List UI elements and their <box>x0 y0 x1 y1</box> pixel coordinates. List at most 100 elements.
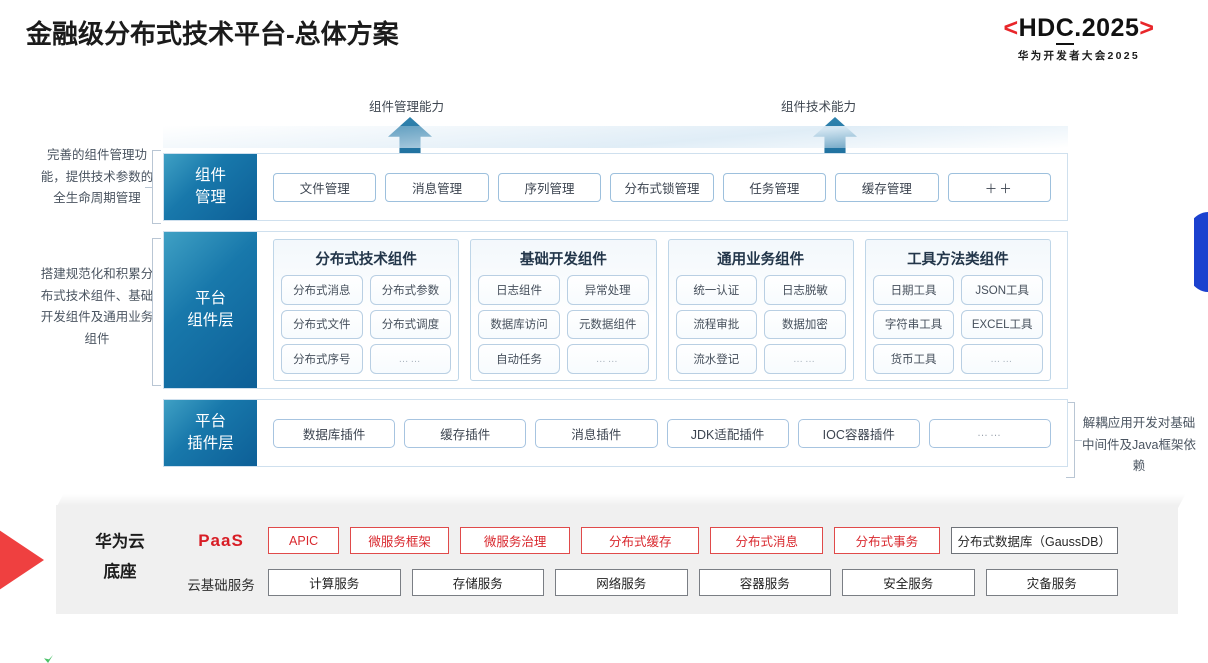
diagram-top-sheen <box>163 126 1068 148</box>
management-chip[interactable]: 任务管理 <box>722 172 827 202</box>
hdc-logo: <HDC.2025> 华为开发者大会2025 <box>964 14 1194 63</box>
component-cell[interactable]: 字符串工具 <box>872 309 955 340</box>
note-decoupling: 解耦应用开发对基础中间件及Java框架依赖 <box>1082 416 1196 473</box>
bracket-right-icon: > <box>1139 14 1155 42</box>
cloud-service-row: 计算服务存储服务网络服务容器服务安全服务灾备服务 <box>268 569 1118 596</box>
diagram-body: 组件 管理 文件管理消息管理序列管理分布式锁管理任务管理缓存管理 ＋＋ 平台 组件… <box>163 143 1068 478</box>
component-group-grid: 日志组件异常处理数据库访问元数据组件自动任务…… <box>478 275 649 374</box>
component-group-title: 分布式技术组件 <box>315 252 417 268</box>
component-cell[interactable]: 分布式调度 <box>369 309 452 340</box>
component-cell[interactable]: 异常处理 <box>566 275 649 305</box>
component-group: 分布式技术组件分布式消息分布式参数分布式文件分布式调度分布式序号…… <box>273 239 460 381</box>
plugin-chip[interactable]: 数据库插件 <box>273 418 396 448</box>
component-cell[interactable]: 货币工具 <box>872 344 955 374</box>
note-component-buildup: 搭建规范化和积累分布式技术组件、基础开发组件及通用业务组件 <box>40 267 154 346</box>
component-cell[interactable]: EXCEL工具 <box>961 309 1043 340</box>
component-cell[interactable]: 分布式消息 <box>281 275 363 305</box>
brace-tick-right <box>1075 440 1082 441</box>
paas-service-chip[interactable]: 微服务框架 <box>350 527 450 554</box>
management-chip[interactable]: 文件管理 <box>273 172 377 202</box>
component-cell[interactable]: 数据加密 <box>764 309 846 340</box>
cloud-service-chip[interactable]: 安全服务 <box>842 569 975 596</box>
layer-label-line1: 组件 <box>194 166 226 184</box>
paas-service-chip[interactable]: 分布式事务 <box>834 527 940 554</box>
component-cell[interactable]: …… <box>961 344 1043 374</box>
paas-service-chip[interactable]: 微服务治理 <box>460 527 571 554</box>
hdc-text-c: .2025 <box>1074 14 1140 42</box>
paas-service-chip[interactable]: 分布式消息 <box>710 527 824 554</box>
component-cell[interactable]: 数据库访问 <box>478 309 560 340</box>
component-group: 通用业务组件统一认证日志脱敏流程审批数据加密流水登记…… <box>667 239 854 381</box>
component-cell[interactable]: JSON工具 <box>961 275 1043 305</box>
component-cell[interactable]: 分布式参数 <box>369 275 452 305</box>
component-group-title: 基础开发组件 <box>519 252 607 268</box>
green-tick-decoration <box>44 655 53 663</box>
component-cell[interactable]: 分布式序号 <box>281 344 363 374</box>
cloud-title-line1: 华为云 <box>95 533 145 551</box>
component-cell[interactable]: 日志脱敏 <box>764 275 846 305</box>
component-group-grid: 分布式消息分布式参数分布式文件分布式调度分布式序号…… <box>281 275 452 374</box>
layer-platform-plugins: 平台 插件层 数据库插件缓存插件消息插件 JDK适配插件 IOC容器插件 …… <box>163 399 1068 467</box>
layer-body-component-management: 文件管理消息管理序列管理分布式锁管理任务管理缓存管理 ＋＋ <box>257 154 1067 220</box>
component-cell[interactable]: 统一认证 <box>675 275 758 305</box>
component-cell[interactable]: 分布式文件 <box>281 309 363 340</box>
management-chip[interactable]: 分布式锁管理 <box>610 172 714 202</box>
chip-row-management: 文件管理消息管理序列管理分布式锁管理任务管理缓存管理 ＋＋ <box>267 172 1057 202</box>
paas-service-chip[interactable]: 分布式数据库（GaussDB） <box>950 527 1118 554</box>
component-cell[interactable]: …… <box>764 344 846 374</box>
component-group-container: 分布式技术组件分布式消息分布式参数分布式文件分布式调度分布式序号……基础开发组件… <box>267 232 1057 388</box>
arrow-label-management: 组件管理能力 <box>369 100 445 114</box>
management-chip[interactable]: ＋＋ <box>947 172 1051 202</box>
arrow-label-technology: 组件技术能力 <box>781 100 857 114</box>
cloud-basic-services-label: 云基础服务 <box>187 578 255 593</box>
component-cell[interactable]: 元数据组件 <box>566 309 649 340</box>
brace-left-top <box>152 150 161 224</box>
cloud-service-chip[interactable]: 灾备服务 <box>985 569 1118 596</box>
brace-tick-left-top <box>145 187 152 188</box>
component-cell[interactable]: 流程审批 <box>675 309 758 340</box>
hdc-text-a: HD <box>1018 14 1056 42</box>
layer-label-line1: 平台 <box>194 289 226 307</box>
plugin-chip[interactable]: 缓存插件 <box>404 418 527 448</box>
paas-service-row: APIC 微服务框架微服务治理分布式缓存分布式消息分布式事务分布式数据库（Gaus… <box>268 527 1118 554</box>
component-cell[interactable]: 日志组件 <box>478 275 560 305</box>
component-cell[interactable]: …… <box>566 344 649 374</box>
component-group: 基础开发组件日志组件异常处理数据库访问元数据组件自动任务…… <box>470 239 657 381</box>
management-chip[interactable]: 消息管理 <box>385 172 489 202</box>
management-chip[interactable]: 序列管理 <box>497 172 602 202</box>
component-cell[interactable]: 流水登记 <box>675 344 758 374</box>
layer-body-platform-components: 分布式技术组件分布式消息分布式参数分布式文件分布式调度分布式序号……基础开发组件… <box>257 232 1067 388</box>
layer-label-line1: 平台 <box>194 412 226 430</box>
component-cell[interactable]: 日期工具 <box>872 275 955 305</box>
component-cell[interactable]: 自动任务 <box>478 344 560 374</box>
component-cell[interactable]: …… <box>369 344 452 374</box>
paas-label: PaaS <box>198 531 244 550</box>
plugin-chip[interactable]: 消息插件 <box>535 418 658 448</box>
plugin-chip[interactable]: IOC容器插件 <box>797 418 920 448</box>
layer-label-line2: 组件层 <box>187 312 234 329</box>
cloud-title-line2: 底座 <box>103 562 137 581</box>
layer-component-management: 组件 管理 文件管理消息管理序列管理分布式锁管理任务管理缓存管理 ＋＋ <box>163 153 1068 221</box>
layer-label-component-management: 组件 管理 <box>164 154 257 220</box>
note-management-lifecycle: 完善的组件管理功能，提供技术参数的全生命周期管理 <box>40 148 154 205</box>
management-chip[interactable]: 缓存管理 <box>835 172 939 202</box>
cloud-service-chip[interactable]: 存储服务 <box>411 569 544 596</box>
cloud-service-chip[interactable]: 网络服务 <box>555 569 688 596</box>
layer-body-platform-plugins: 数据库插件缓存插件消息插件 JDK适配插件 IOC容器插件 …… <box>257 400 1067 466</box>
hdc-logo-subtitle: 华为开发者大会2025 <box>1017 50 1141 62</box>
blue-lens-decoration <box>1193 212 1208 292</box>
plugin-chip[interactable]: JDK适配插件 <box>666 418 789 448</box>
brace-right <box>1066 402 1075 478</box>
hdc-text-b: C <box>1055 14 1075 45</box>
paas-service-chip[interactable]: 分布式缓存 <box>581 527 700 554</box>
paas-service-chip[interactable]: APIC <box>268 527 340 554</box>
plugin-chip[interactable]: …… <box>928 418 1052 448</box>
cloud-service-chip[interactable]: 计算服务 <box>268 569 401 596</box>
brace-left-bottom <box>152 238 161 386</box>
layer-label-line2: 管理 <box>194 189 226 206</box>
cloud-service-chip[interactable]: 容器服务 <box>698 569 831 596</box>
layer-label-platform-plugins: 平台 插件层 <box>164 400 257 466</box>
